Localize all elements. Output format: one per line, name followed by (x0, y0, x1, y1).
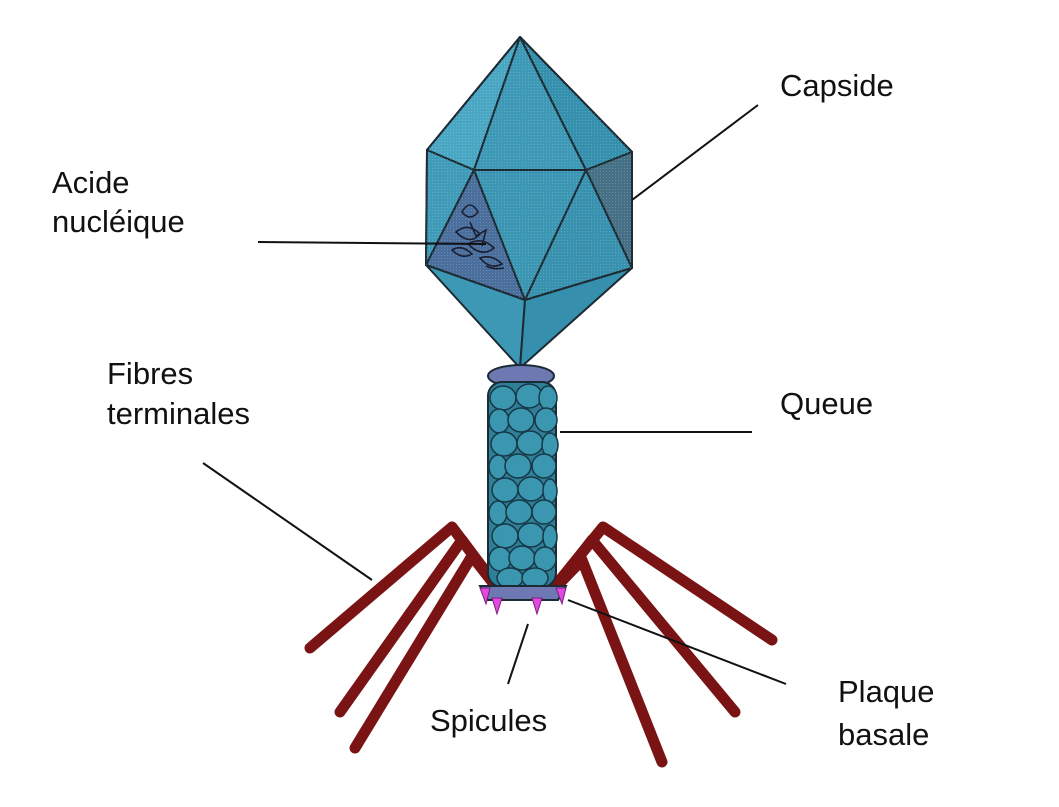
leader-line-fibres (203, 463, 372, 580)
label-fibres-terminales-line1: Fibres (107, 355, 193, 392)
label-fibres-terminales-line2: terminales (107, 395, 250, 432)
capsid (426, 37, 632, 368)
label-plaque-basale-line1: Plaque (838, 673, 935, 710)
leader-line-spicules (508, 624, 528, 684)
leader-line-plaque (568, 600, 786, 684)
label-capside: Capside (780, 67, 894, 104)
tail-fiber (555, 560, 662, 762)
label-queue: Queue (780, 385, 873, 422)
label-plaque-basale-line2: basale (838, 716, 929, 753)
label-spicules: Spicules (430, 702, 547, 739)
label-acide-nucleique-line2: nucléique (52, 203, 185, 240)
leader-line-capside (632, 105, 758, 200)
label-acide-nucleique-line1: Acide (52, 164, 130, 201)
tail-sheath (488, 382, 558, 588)
